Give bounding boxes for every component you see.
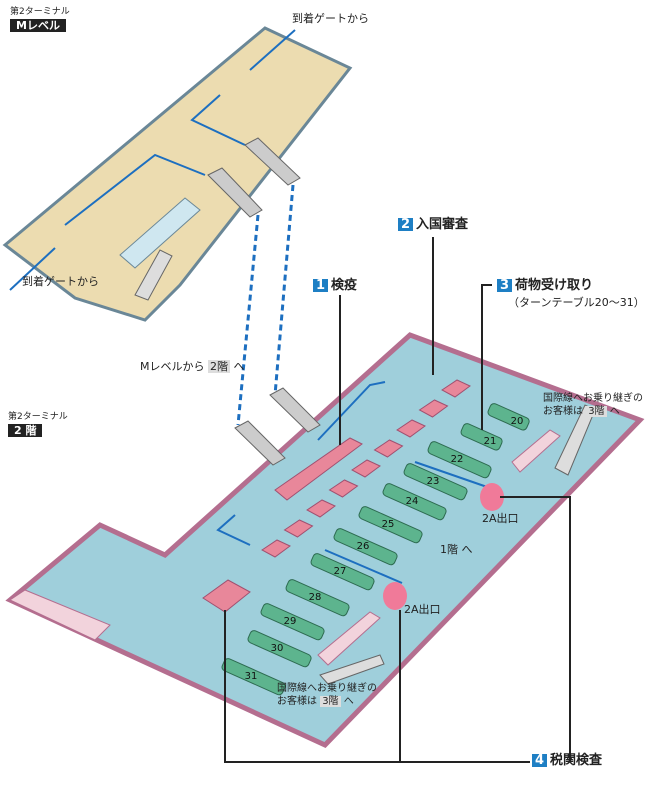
carousel-shape (333, 528, 398, 566)
carousel-number: 21 (484, 436, 497, 447)
immigration-booth (441, 379, 471, 398)
m-route-3 (64, 153, 206, 226)
carousel-shape (285, 579, 350, 617)
m-level-ramp (119, 197, 201, 269)
route-arrow (317, 381, 386, 441)
escalator (207, 167, 263, 218)
gate-label-left: 到着ゲートから (22, 275, 99, 288)
dashed-link (236, 214, 260, 426)
m-route-2 (190, 94, 246, 146)
route-arrow (414, 461, 491, 489)
baggage-carousel-27[interactable]: 27 (310, 552, 376, 591)
m-route-1 (249, 29, 296, 71)
m-terminal-label: 第2ターミナル (10, 7, 70, 17)
carousel-number: 20 (511, 416, 524, 427)
immigration-booth (351, 459, 381, 478)
baggage-carousel-26[interactable]: 26 (333, 527, 399, 566)
transfer-note: 国際線へお乗り継ぎのお客様は 3階 へ (277, 683, 377, 707)
baggage-carousel-30[interactable]: 30 (247, 629, 313, 668)
carousel-number: 30 (271, 643, 284, 654)
exit-2a-label: 2A出口 (482, 512, 519, 525)
f2-level-tag: 2 階 (8, 424, 43, 437)
first-floor-label: 1階 へ (440, 543, 473, 556)
baggage-carousel-25[interactable]: 25 (358, 505, 424, 544)
transfer-note: 国際線へお乗り継ぎのお客様は 3階 へ (543, 393, 643, 417)
carousel-number: 22 (451, 454, 464, 465)
immigration-booth (283, 519, 314, 538)
quarantine-counter (274, 437, 363, 501)
carousel-number: 31 (245, 671, 258, 682)
exit-2a-label: 2A出口 (404, 603, 441, 616)
m-level-floor (2, 26, 353, 322)
route-arrow (216, 514, 251, 546)
m-to-2f-label: Mレベルから 2階 へ (140, 360, 245, 373)
baggage-carousel-20[interactable]: 20 (487, 402, 531, 431)
carousel-number: 24 (406, 496, 419, 507)
immigration-booth (306, 499, 336, 518)
immigration-booth (396, 419, 426, 438)
immigration-booth (328, 479, 359, 498)
carousel-shape (260, 603, 325, 641)
m-route-4 (9, 247, 56, 291)
carousel-shape (427, 441, 492, 479)
escalator (269, 387, 321, 433)
carousel-shape (247, 630, 312, 668)
exit-2a-marker[interactable] (383, 582, 407, 610)
transfer-wall (511, 429, 561, 473)
immigration-booth (261, 539, 291, 558)
exit-2a-marker[interactable] (480, 483, 504, 511)
escalator (234, 420, 286, 466)
baggage-carousel-29[interactable]: 29 (260, 602, 326, 641)
f2-terminal-label: 第2ターミナル (8, 412, 68, 422)
baggage-sub: （ターンテーブル20〜31） (508, 296, 645, 309)
m-level-stairs (134, 249, 173, 301)
leader-line (224, 610, 530, 763)
baggage-carousel-22[interactable]: 22 (427, 440, 493, 479)
stairs-3f (319, 654, 385, 685)
immigration-booth (418, 399, 449, 418)
carousel-number: 29 (284, 616, 297, 627)
dashed-link (273, 184, 295, 396)
carousel-shape (310, 553, 375, 591)
gate-label-top: 到着ゲートから (292, 12, 369, 25)
carousel-shape (403, 463, 468, 501)
carousel-shape (221, 658, 286, 696)
baggage-carousel-21[interactable]: 21 (460, 422, 504, 451)
carousel-shape (460, 423, 503, 451)
carousel-number: 28 (309, 592, 322, 603)
carousel-shape (487, 403, 530, 431)
m-level-tag: Mレベル (10, 19, 66, 32)
transfer-wall (317, 611, 381, 666)
carousel-shape (358, 506, 423, 544)
leader-line (500, 496, 571, 762)
baggage-carousel-24[interactable]: 24 (382, 482, 448, 521)
baggage-carousel-28[interactable]: 28 (285, 578, 351, 617)
entry-corridor (8, 589, 111, 641)
customs-counter (202, 579, 251, 613)
carousel-number: 26 (357, 541, 370, 552)
carousel-shape (382, 483, 447, 521)
immigration-booth (373, 439, 404, 458)
route-arrow (324, 549, 403, 584)
carousel-number: 27 (334, 566, 347, 577)
leader-line (481, 284, 492, 430)
escalator (244, 137, 301, 186)
carousel-number: 25 (382, 519, 395, 530)
carousel-number: 23 (427, 476, 440, 487)
baggage-carousel-31[interactable]: 31 (221, 657, 287, 696)
baggage-carousel-23[interactable]: 23 (403, 462, 469, 501)
